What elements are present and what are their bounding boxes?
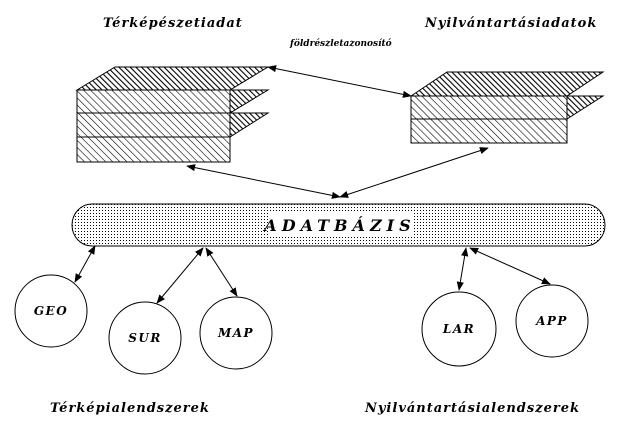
database-label: ADATBÁZIS bbox=[262, 215, 415, 235]
edge-map-register-link bbox=[267, 65, 412, 98]
edge-database-lar bbox=[456, 247, 469, 291]
node-geo-label: GEO bbox=[34, 304, 68, 318]
heading-map-data: Térképészetiadat bbox=[103, 16, 243, 31]
link-label-parcel-id: földrészletazonosító bbox=[289, 38, 392, 49]
map-data-layers bbox=[75, 66, 270, 163]
edge-database-map bbox=[205, 247, 238, 297]
node-geo: GEO bbox=[14, 274, 88, 348]
node-app-label: APP bbox=[535, 314, 568, 328]
node-sur-label: SUR bbox=[128, 331, 162, 345]
edge-map-data-database bbox=[186, 164, 341, 199]
register-data-layers bbox=[409, 71, 605, 144]
node-app: APP bbox=[515, 284, 589, 358]
node-lar: LAR bbox=[421, 291, 497, 367]
edge-database-geo bbox=[74, 245, 96, 283]
edge-register-data-database bbox=[339, 147, 489, 198]
node-map-label: MAP bbox=[217, 326, 254, 340]
node-sur: SUR bbox=[108, 301, 182, 375]
heading-register-data: Nyilvántartásiadatok bbox=[424, 16, 597, 31]
heading-register-subsystems: Nyilvántartásialendszerek bbox=[364, 401, 580, 416]
database: ADATBÁZIS bbox=[71, 203, 606, 247]
heading-map-subsystems: Térképialendszerek bbox=[50, 401, 210, 416]
node-map: MAP bbox=[199, 296, 273, 370]
edge-database-app bbox=[469, 247, 551, 285]
edges bbox=[74, 65, 551, 304]
node-lar-label: LAR bbox=[442, 322, 475, 336]
edge-database-sur bbox=[156, 247, 204, 304]
